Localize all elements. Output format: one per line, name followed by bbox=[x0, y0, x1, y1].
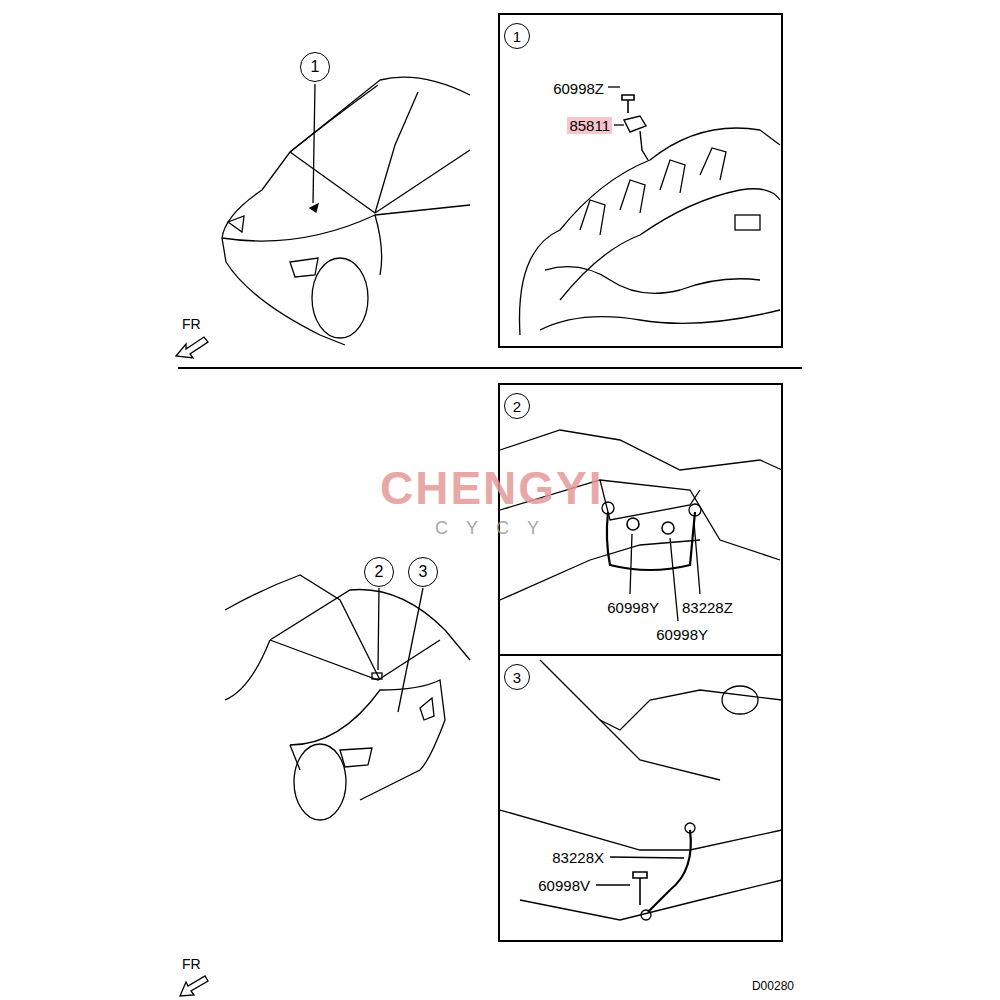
part-number: 83228X bbox=[550, 849, 606, 866]
callout-number: 1 bbox=[504, 23, 530, 49]
callout-number: 2 bbox=[504, 393, 530, 419]
front-indicator: FR bbox=[180, 956, 203, 972]
engine-sketch bbox=[520, 95, 781, 335]
part-number: 60998V bbox=[536, 877, 592, 894]
diagram-code: D00280 bbox=[750, 979, 796, 993]
front-arrow bbox=[176, 337, 208, 358]
callout-circle: 1 bbox=[300, 52, 330, 82]
callout-circle: 2 bbox=[364, 557, 394, 587]
callout-number: 2 bbox=[375, 564, 384, 580]
part-number: 60998Y bbox=[605, 599, 661, 616]
watermark: CYCY bbox=[433, 518, 559, 538]
watermark: CHENGYI bbox=[378, 464, 606, 512]
callout-number: 1 bbox=[311, 59, 320, 75]
callout-circle: 3 bbox=[408, 557, 438, 587]
detail-panel: 3 bbox=[498, 654, 783, 942]
front-arrow bbox=[180, 976, 208, 996]
car-sketch bbox=[225, 575, 470, 820]
part-number: 60998Z bbox=[551, 80, 606, 97]
callout-number: 3 bbox=[419, 564, 428, 580]
part-number: 85811 bbox=[567, 117, 612, 134]
part-number: 60998Y bbox=[654, 626, 710, 643]
car-sketch bbox=[222, 77, 470, 345]
front-indicator: FR bbox=[180, 316, 203, 332]
divider-line bbox=[178, 367, 802, 369]
callout-number: 3 bbox=[504, 664, 530, 690]
detail-panel: 1 bbox=[498, 13, 783, 348]
part-number: 83228Z bbox=[680, 599, 735, 616]
